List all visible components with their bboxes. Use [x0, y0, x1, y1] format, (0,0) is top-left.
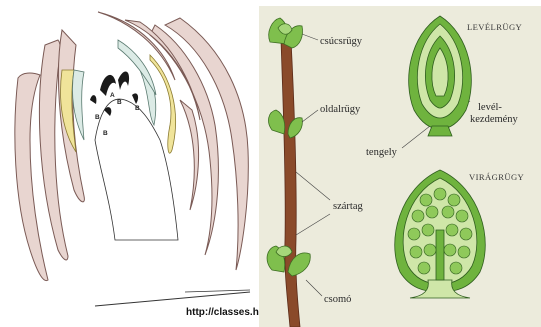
twig-stem — [281, 40, 300, 327]
leader-tengely — [402, 126, 430, 148]
leader-csomo — [306, 280, 322, 296]
caption-levelrugy: LEVÉLRÜGY — [467, 22, 522, 32]
leader-oldalrugy — [302, 110, 318, 122]
label-oldalrugy: oldalrügy — [320, 104, 360, 115]
label-levelkezdemeny-1: levél- — [478, 102, 502, 113]
label-csomo: csomó — [324, 294, 351, 305]
leader-csucsrugy — [302, 34, 318, 40]
caption-viragrugy: VIRÁGRÜGY — [469, 172, 524, 182]
leader-szartag-1 — [296, 172, 330, 200]
terminal-bud — [269, 18, 303, 48]
label-szartag: szártag — [333, 201, 363, 212]
label-levelkezdemeny-2: kezdemény — [470, 114, 518, 125]
leader-szartag-2 — [296, 214, 330, 235]
label-tengely: tengely — [366, 147, 397, 158]
leaf-bud — [409, 16, 472, 136]
label-csucsrugy: csúcsrügy — [320, 36, 362, 47]
